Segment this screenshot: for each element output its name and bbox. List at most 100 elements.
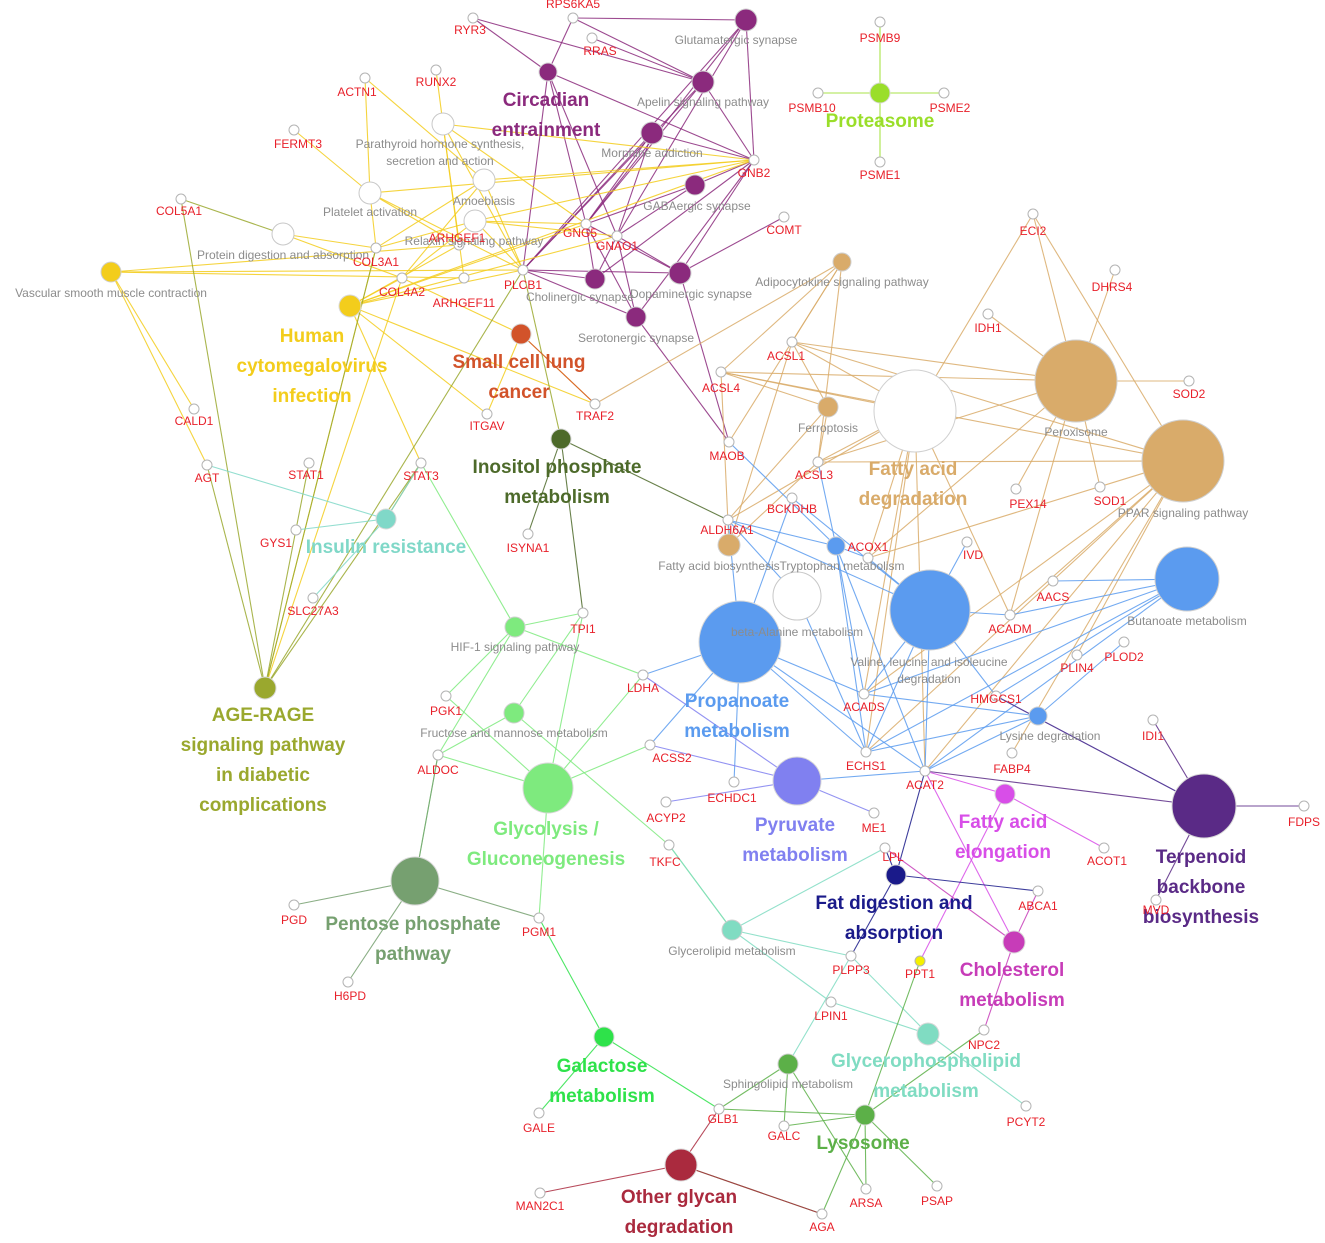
term-node-valine[interactable] [889,569,971,651]
term-node-fa-biosynthesis[interactable] [717,533,741,557]
cluster-node-lysosome[interactable] [854,1104,876,1126]
gene-node-gng5[interactable] [580,218,592,230]
gene-node-arsa[interactable] [860,1183,872,1195]
gene-node-hmgcs1[interactable] [990,690,1002,702]
term-node-serotonergic[interactable] [625,306,647,328]
gene-node-aga[interactable] [816,1208,828,1220]
cluster-node-pentose[interactable] [390,856,440,906]
cluster-node-insulin[interactable] [375,508,397,530]
gene-node-gnao1[interactable] [611,230,623,242]
gene-node-rps6ka5[interactable] [567,12,579,24]
gene-node-ppt1[interactable] [914,955,926,967]
gene-node-slc27a3[interactable] [307,592,319,604]
gene-node-acox1[interactable] [862,552,874,564]
gene-node-psmb10[interactable] [812,87,824,99]
term-node-vascular[interactable] [100,261,122,283]
term-node-glutamatergic[interactable] [734,8,758,32]
gene-node-fdps[interactable] [1298,800,1310,812]
term-node-ferroptosis[interactable] [817,396,839,418]
gene-node-plpp3[interactable] [845,950,857,962]
term-node-tryptophan[interactable] [826,536,846,556]
term-node-relaxin[interactable] [463,209,487,233]
term-node-amoebiasis[interactable] [472,168,496,192]
gene-node-maob[interactable] [723,436,735,448]
gene-node-dhrs4[interactable] [1109,264,1121,276]
gene-node-acads[interactable] [858,688,870,700]
gene-node-pcyt2[interactable] [1020,1100,1032,1112]
cluster-node-terpenoid[interactable] [1171,773,1237,839]
gene-node-tpi1[interactable] [577,607,589,619]
term-node-dopaminergic[interactable] [668,261,692,285]
gene-node-acss2[interactable] [644,739,656,751]
gene-node-psap[interactable] [931,1180,943,1192]
gene-node-gnb2[interactable] [748,154,760,166]
cluster-node-pyruvate[interactable] [772,756,822,806]
gene-node-idh1[interactable] [982,308,994,320]
gene-node-acadm[interactable] [1004,609,1016,621]
gene-node-fabp4[interactable] [1006,747,1018,759]
gene-node-arhgef1[interactable] [453,239,465,251]
gene-node-abca1[interactable] [1032,885,1044,897]
gene-node-traf2[interactable] [589,398,601,410]
gene-node-acsl4[interactable] [715,366,727,378]
term-node-gabaergic[interactable] [684,174,706,196]
gene-node-col4a2[interactable] [396,272,408,284]
gene-node-acyp2[interactable] [660,796,672,808]
cluster-node-circadian[interactable] [538,62,558,82]
gene-node-runx2[interactable] [430,64,442,76]
gene-node-lpl[interactable] [879,842,891,854]
cluster-node-fat-digestion[interactable] [885,864,907,886]
gene-node-aldh6a1[interactable] [722,514,734,526]
cluster-node-other-glycan[interactable] [664,1148,698,1182]
cluster-node-age-rage[interactable] [253,676,277,700]
term-node-apelin[interactable] [691,70,715,94]
gene-node-stat3[interactable] [415,457,427,469]
gene-node-glb1[interactable] [713,1103,725,1115]
term-node-cholinergic[interactable] [584,268,606,290]
gene-node-agt[interactable] [201,459,213,471]
term-node-lysine[interactable] [1028,706,1048,726]
gene-node-acat2[interactable] [919,765,931,777]
cluster-node-proteasome[interactable] [869,82,891,104]
cluster-node-cholesterol[interactable] [1002,930,1026,954]
term-node-fructose[interactable] [503,702,525,724]
gene-node-acot1[interactable] [1098,842,1110,854]
gene-node-stat1[interactable] [303,457,315,469]
term-node-glycerolipid[interactable] [721,919,743,941]
gene-node-ivd[interactable] [961,536,973,548]
gene-node-bckdhb[interactable] [786,492,798,504]
gene-node-echs1[interactable] [860,746,872,758]
gene-node-aldoc[interactable] [432,749,444,761]
cluster-node-propanoate[interactable] [698,600,782,684]
gene-node-galc[interactable] [778,1120,790,1132]
gene-node-tkfc[interactable] [663,839,675,851]
gene-node-comt[interactable] [778,211,790,223]
gene-node-gale[interactable] [533,1107,545,1119]
gene-node-echdc1[interactable] [728,776,740,788]
gene-node-isyna1[interactable] [522,528,534,540]
gene-node-plin4[interactable] [1071,649,1083,661]
cluster-node-sclc[interactable] [510,323,532,345]
cluster-node-inositol[interactable] [550,428,572,450]
gene-node-col3a1[interactable] [370,242,382,254]
term-node-butanoate[interactable] [1154,546,1220,612]
gene-node-psme2[interactable] [938,87,950,99]
gene-node-rras[interactable] [586,32,598,44]
gene-node-gys1[interactable] [290,524,302,536]
cluster-node-fa-elongation[interactable] [994,783,1016,805]
gene-node-sod1[interactable] [1094,481,1106,493]
term-node-parathyroid[interactable] [431,112,455,136]
term-node-peroxisome[interactable] [1034,339,1118,423]
gene-node-mvd[interactable] [1150,894,1162,906]
cluster-node-fa-degradation[interactable] [873,369,957,453]
term-node-adipocytokine[interactable] [832,252,852,272]
gene-node-acsl1[interactable] [786,336,798,348]
gene-node-h6pd[interactable] [342,976,354,988]
gene-node-pex14[interactable] [1010,483,1022,495]
gene-node-cald1[interactable] [188,403,200,415]
gene-node-idi1[interactable] [1147,714,1159,726]
gene-node-psme1[interactable] [874,156,886,168]
gene-node-aacs[interactable] [1047,575,1059,587]
cluster-node-glycerophospholipid[interactable] [916,1022,940,1046]
gene-node-lpin1[interactable] [825,996,837,1008]
